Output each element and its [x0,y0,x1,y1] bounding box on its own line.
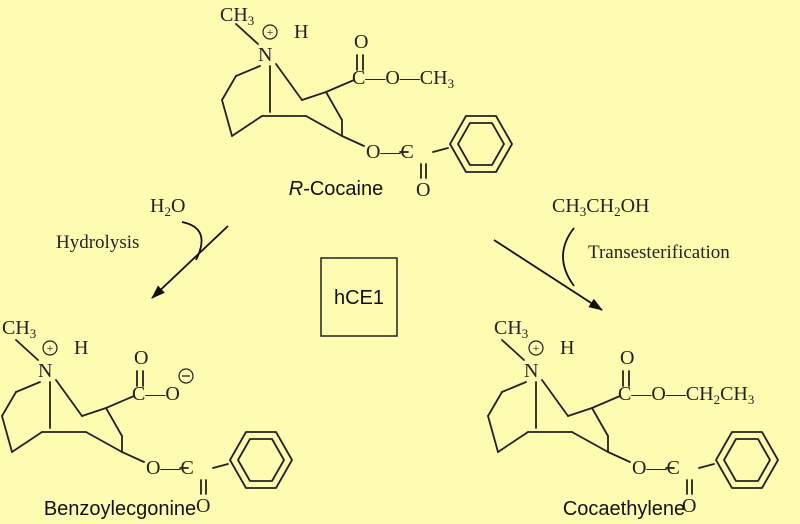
carboxyl-oxygen: O [134,347,148,369]
n-hydrogen-left: H [74,337,88,359]
cocaine-structure: N CH3 H O C—O—CH3 O—C O [220,4,513,201]
nitrogen-atom-left: N [38,360,52,382]
carboxylate-group: C—O [132,383,180,405]
methyl-label-left: CH3 [2,317,36,341]
reactant-name-italic: R [289,178,303,200]
n-hydrogen-right: H [560,337,574,359]
benzoate-linker-right: O—C [632,457,680,479]
product-left-name: Benzoylecgonine [44,498,196,520]
reactant-name-rest: -Cocaine [303,178,383,200]
n-hydrogen: H [294,21,308,43]
nitrogen-atom: N [258,44,272,66]
carbonyl-oxygen: O [354,31,368,53]
methyl-label: CH3 [220,4,254,28]
transesterification-label: Transesterification [588,242,730,263]
benzoate-linker: O—C [366,141,414,163]
ethyl-carbonyl-oxygen: O [620,347,634,369]
product-right-name: Cocaethylene [563,498,685,520]
water-reagent: H2O [150,195,185,219]
reactant-name: R-Cocaine [289,178,384,200]
benzoate-linker-left: O—C [146,457,194,479]
enzyme-label: hCE1 [334,287,384,309]
transesterification-arrow [493,239,603,311]
benzoate-carbonyl-o: O [416,179,430,201]
ethyl-ester-group: C—O—CH2CH3 [618,383,754,407]
enzyme-box [320,257,398,337]
benzoate-carbonyl-o-left: O [196,495,210,517]
ethanol-curved-arrow [562,227,575,287]
negative-charge-icon [178,368,194,384]
ester-group: C—O—CH3 [352,67,454,91]
ethanol-reagent: CH3CH2OH [552,195,649,219]
methyl-label-right: CH3 [494,317,528,341]
nitrogen-atom-right: N [524,360,538,382]
benzoate-carbonyl-o-right: O [682,495,696,517]
hydrolysis-arrow [151,225,229,299]
hydrolysis-label: Hydrolysis [56,232,139,253]
cocaethylene-structure: N CH3 H O C—O—CH2CH3 O—C O [487,317,779,517]
benzoylecgonine-structure: N CH3 H O C—O O—C O [1,317,293,517]
